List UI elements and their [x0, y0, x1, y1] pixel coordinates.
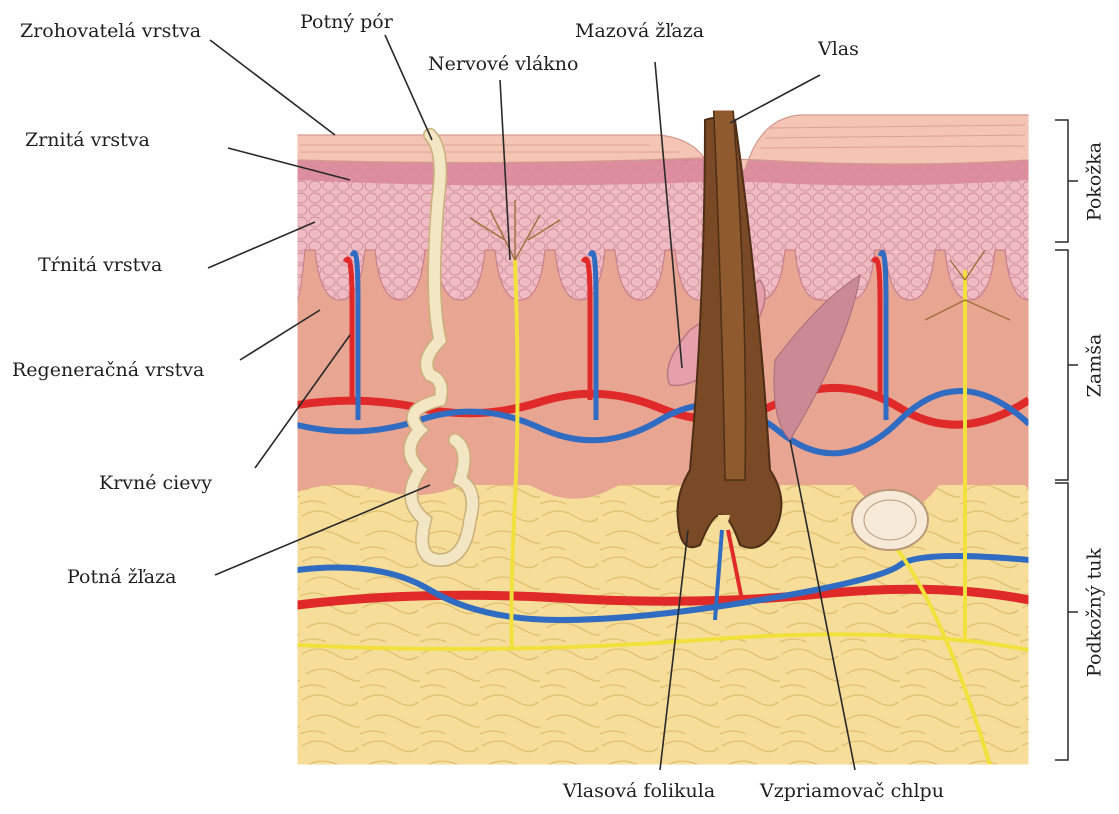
label-sebaceous-gland: Mazová žľaza	[575, 22, 704, 41]
label-hair-follicle: Vlasová folikula	[563, 782, 715, 801]
label-sweat-pore: Potný pór	[300, 13, 393, 32]
label-stratum-spinosum: Tŕnitá vrstva	[38, 256, 162, 275]
label-arrector-pili: Vzpriamovač chlpu	[760, 782, 944, 801]
label-epidermis: Pokožka	[1086, 137, 1105, 227]
label-dermis: Zamša	[1086, 331, 1105, 401]
label-blood-vessels: Krvné cievy	[99, 474, 212, 493]
label-sweat-gland: Potná žľaza	[67, 568, 176, 587]
label-hypodermis: Podkožný tuk	[1086, 548, 1105, 678]
label-stratum-basale: Regeneračná vrstva	[12, 361, 204, 380]
label-stratum-granulosum: Zrnitá vrstva	[25, 131, 150, 150]
label-nerve-fiber: Nervové vlákno	[428, 55, 578, 74]
label-stratum-corneum: Zrohovatelá vrstva	[20, 22, 201, 41]
layer-brackets	[1055, 120, 1078, 760]
pacinian-corpuscle	[852, 490, 928, 550]
label-hair: Vlas	[818, 40, 859, 59]
